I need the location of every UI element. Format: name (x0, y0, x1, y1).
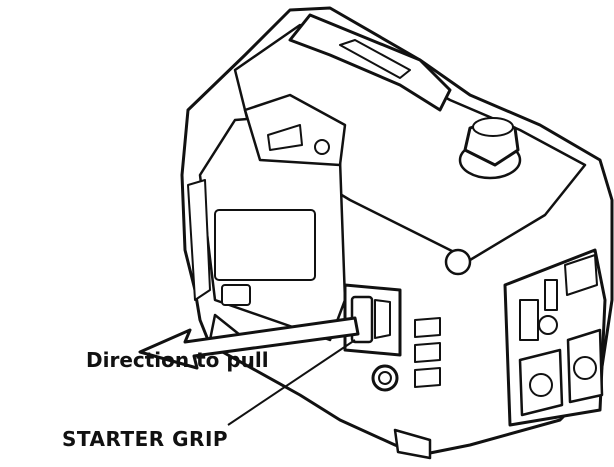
fuel-cap-top (472, 117, 514, 137)
side-rib-left (187, 179, 211, 301)
louver-2 (414, 342, 441, 363)
starter-grip-detail (374, 299, 391, 339)
foot-right (393, 428, 432, 460)
handle-grip (339, 39, 411, 79)
louver-1 (414, 317, 441, 338)
left-panel-slot (221, 284, 251, 306)
pull-direction-arrow (138, 316, 360, 370)
direction-to-pull-label: Direction to pull (86, 348, 269, 372)
panel-indicator (538, 315, 558, 335)
panel-switch (544, 279, 558, 311)
vent-slot (267, 124, 303, 151)
vent-knob (314, 139, 330, 155)
choke-knob-inner (378, 371, 392, 385)
starter-grip-leader (227, 339, 356, 426)
left-panel-window (214, 209, 316, 281)
starter-grip-label: STARTER GRIP (62, 427, 229, 451)
panel-button (444, 248, 472, 276)
outlet-left-socket (529, 373, 553, 397)
louver-3 (414, 367, 441, 388)
outlet-right-socket (573, 356, 597, 380)
panel-breaker (519, 299, 539, 341)
panel-top-outlet (564, 254, 598, 296)
